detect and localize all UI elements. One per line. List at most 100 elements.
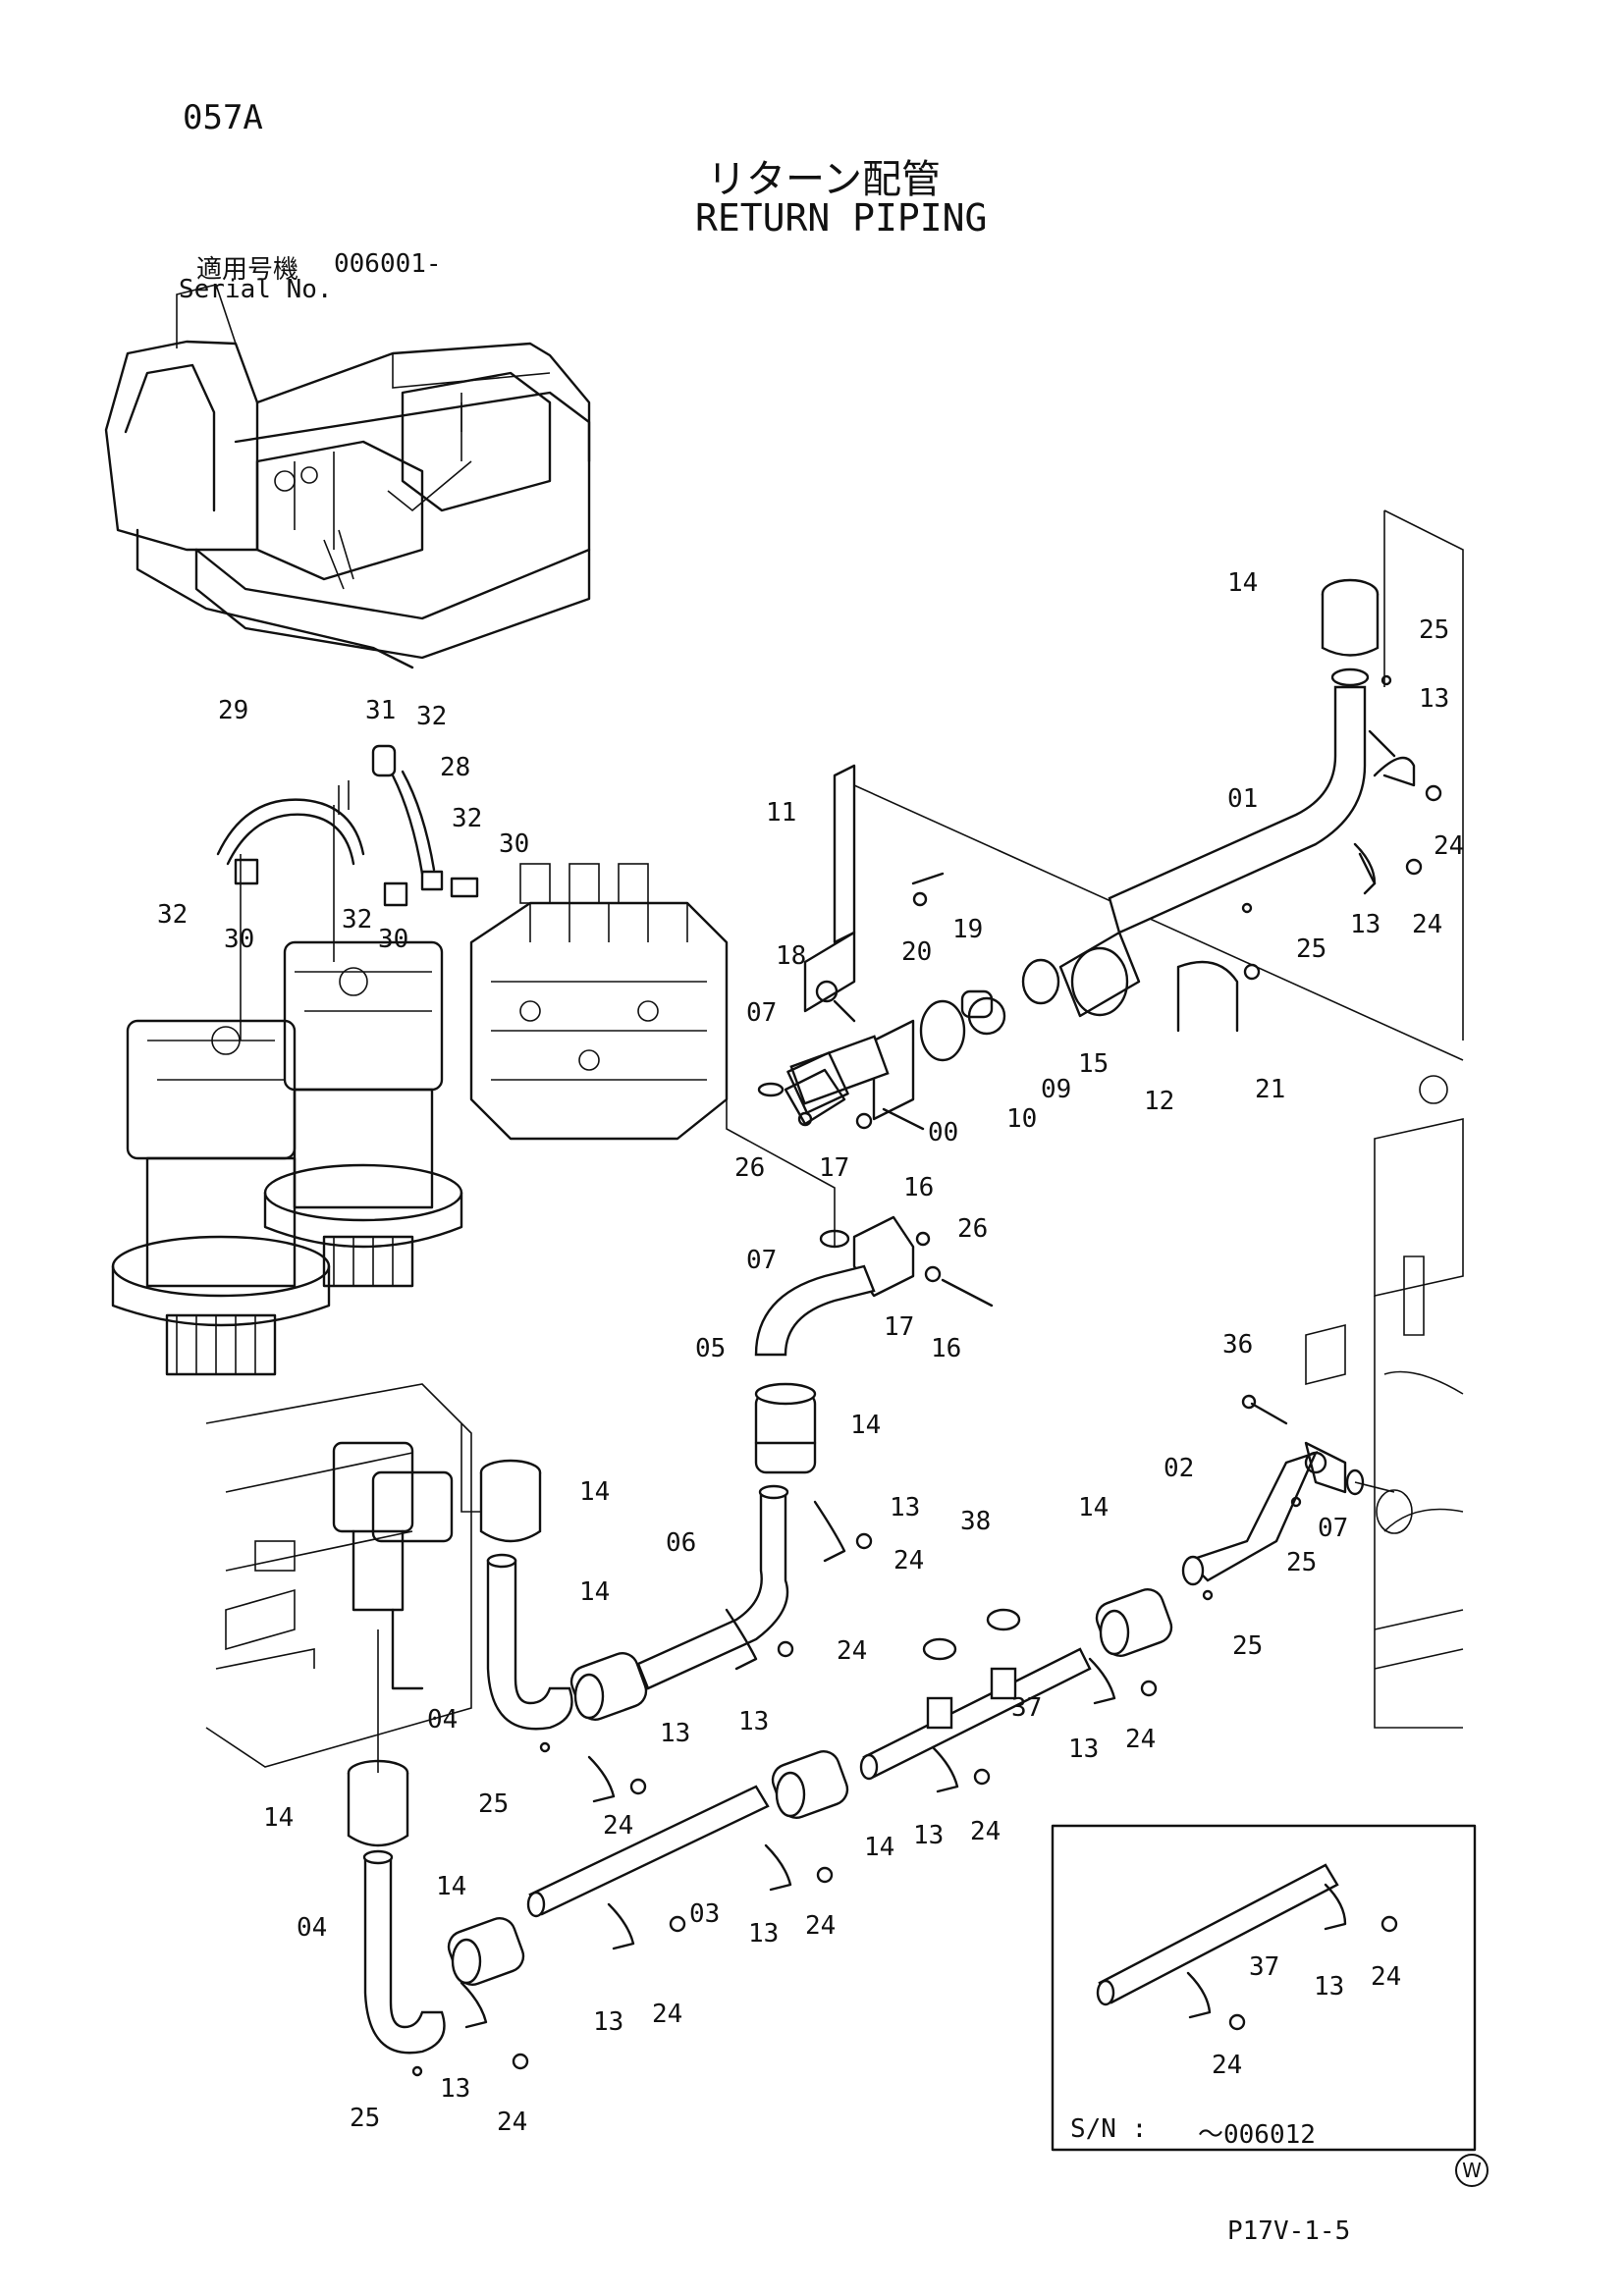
callout-14: 14	[436, 1872, 466, 1901]
excavator-overview	[104, 284, 591, 669]
tank-area	[205, 1383, 491, 1768]
callout-14: 14	[579, 1477, 610, 1507]
callout-14: 14	[579, 1577, 610, 1607]
callout-26: 26	[734, 1153, 765, 1183]
callout-24: 24	[970, 1817, 1001, 1846]
callout-17: 17	[884, 1312, 914, 1342]
callout-25: 25	[478, 1789, 509, 1819]
callout-24: 24	[497, 2108, 527, 2137]
swing-motor-assembly	[111, 805, 463, 1376]
pipe-01-group	[803, 509, 1464, 1061]
w-mark-icon: W	[1455, 2154, 1489, 2187]
callout-labels: 14 25 13 01 24 13 24 25 21 12 15 09 10 0…	[157, 568, 1464, 2137]
callout-10: 10	[1006, 1104, 1037, 1134]
callout-29: 29	[218, 696, 248, 725]
callout-24: 24	[1371, 1962, 1401, 1992]
callout-12: 12	[1144, 1087, 1174, 1116]
callout-02: 02	[1164, 1454, 1194, 1483]
callout-13: 13	[1068, 1735, 1099, 1764]
callout-30: 30	[224, 925, 254, 954]
callout-16: 16	[903, 1173, 934, 1202]
serial-label-jp: 適用号機	[196, 255, 299, 285]
callout-14: 14	[864, 1833, 894, 1862]
page-title-en: RETURN PIPING	[695, 196, 988, 240]
callout-25: 25	[1286, 1548, 1317, 1577]
callout-25: 25	[1419, 615, 1449, 645]
callout-25: 25	[350, 2104, 380, 2133]
callout-18: 18	[776, 941, 806, 971]
callout-17: 17	[819, 1153, 849, 1183]
serial-label-en: Serial No.	[179, 275, 333, 304]
callout-14: 14	[850, 1411, 881, 1440]
callout-38: 38	[960, 1507, 991, 1536]
callout-21: 21	[1255, 1075, 1285, 1104]
callout-24: 24	[603, 1811, 633, 1841]
clamps	[411, 674, 1442, 2077]
callout-13: 13	[1314, 1972, 1344, 2002]
pipe-05-group	[726, 1090, 994, 1474]
callout-13: 13	[593, 2007, 623, 2037]
callout-24: 24	[1125, 1725, 1156, 1754]
callout-32: 32	[342, 905, 372, 934]
pipe-03-04-group	[347, 1629, 849, 2055]
callout-14: 14	[263, 1803, 294, 1833]
flange-parts	[757, 958, 1060, 1131]
callout-24: 24	[1212, 2051, 1242, 2080]
callout-06: 06	[666, 1528, 696, 1558]
callout-13: 13	[440, 2074, 470, 2104]
callout-01: 01	[1227, 784, 1258, 814]
callout-37: 37	[1249, 1952, 1279, 1982]
callout-14: 14	[1078, 1493, 1109, 1522]
callout-20: 20	[901, 937, 932, 967]
callout-32: 32	[452, 804, 482, 833]
callout-09: 09	[1041, 1075, 1071, 1104]
callout-19: 19	[952, 915, 983, 944]
callout-07: 07	[1318, 1514, 1348, 1543]
inset-serial-value: ～006012	[1198, 2120, 1316, 2150]
callout-13: 13	[890, 1493, 920, 1522]
callout-24: 24	[1412, 910, 1442, 939]
callout-32: 32	[416, 702, 447, 731]
callout-07: 07	[746, 1246, 777, 1275]
inset-variant	[1051, 1824, 1477, 2152]
callout-05: 05	[695, 1334, 726, 1363]
callout-24: 24	[1434, 831, 1464, 861]
callout-24: 24	[893, 1546, 924, 1575]
callout-13: 13	[748, 1919, 779, 1949]
callout-13: 13	[738, 1707, 769, 1736]
callout-13: 13	[660, 1719, 690, 1748]
callout-04: 04	[297, 1913, 327, 1943]
callout-30: 30	[378, 925, 408, 954]
pipe-37-02-group	[859, 1394, 1395, 1781]
callout-30: 30	[499, 829, 529, 859]
callout-13: 13	[1350, 910, 1380, 939]
control-valve	[469, 863, 729, 1141]
page-code: 057A	[183, 98, 263, 137]
callout-37: 37	[1011, 1693, 1042, 1723]
callout-25: 25	[1232, 1631, 1263, 1661]
engine-block	[1305, 1075, 1464, 1729]
callout-07: 07	[746, 998, 777, 1028]
callout-04: 04	[427, 1705, 458, 1735]
callout-11: 11	[766, 798, 796, 828]
drain-hoses	[216, 744, 479, 907]
callout-14: 14	[1227, 568, 1258, 598]
callout-13: 13	[913, 1821, 944, 1850]
callout-31: 31	[365, 696, 396, 725]
callout-32: 32	[157, 900, 188, 930]
callout-13: 13	[1419, 684, 1449, 714]
serial-value: 006001-	[334, 249, 442, 279]
callout-26: 26	[957, 1214, 988, 1244]
inset-serial-label: S/N :	[1070, 2114, 1148, 2144]
callout-24: 24	[652, 2000, 682, 2029]
page-title-jp: リターン配管	[707, 157, 941, 202]
callout-24: 24	[805, 1911, 836, 1941]
callout-15: 15	[1078, 1049, 1109, 1079]
callout-28: 28	[440, 753, 470, 782]
callout-24: 24	[837, 1636, 867, 1666]
pipe-04-06-group	[479, 1459, 789, 1731]
callout-03: 03	[689, 1899, 720, 1929]
callout-00: 00	[928, 1118, 958, 1148]
callout-16: 16	[931, 1334, 961, 1363]
